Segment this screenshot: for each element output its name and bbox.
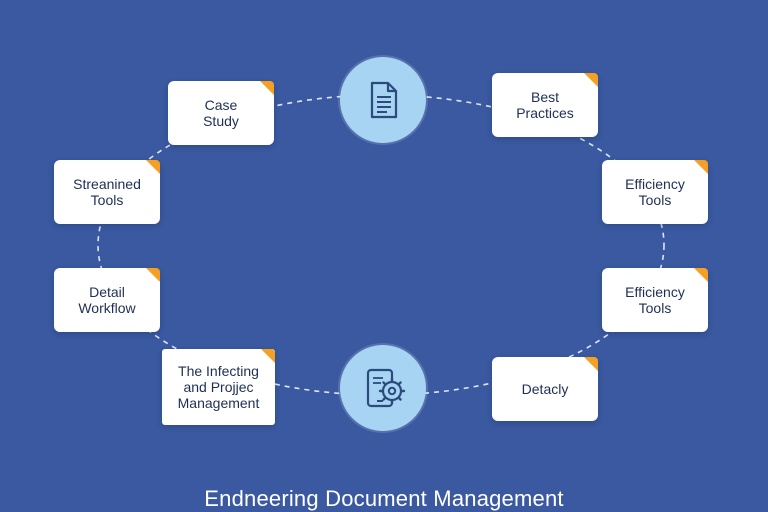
diagram-title: Endneering Document Management	[204, 486, 564, 511]
card-label: Efficiency Tools	[625, 284, 685, 316]
card-case-study: Case Study	[168, 81, 274, 145]
card-label: Streanined Tools	[73, 176, 141, 208]
card-streanined-tools: Streanined Tools	[54, 160, 160, 224]
card-efficiency-tools-upper: Efficiency Tools	[602, 160, 708, 224]
card-efficiency-tools-lower: Efficiency Tools	[602, 268, 708, 332]
tablet-gear-icon	[366, 368, 406, 408]
card-project-management: The Infecting and Projjec Management	[162, 349, 275, 425]
card-label: Case Study	[203, 97, 239, 129]
card-label: The Infecting and Projjec Management	[177, 363, 260, 411]
card-label: Best Practices	[516, 89, 574, 121]
card-detail-workflow: Detail Workflow	[54, 268, 160, 332]
tablet-gear-hub	[340, 345, 426, 431]
card-label: Efficiency Tools	[625, 176, 685, 208]
document-hub	[340, 57, 426, 143]
card-best-practices: Best Practices	[492, 73, 598, 137]
card-label: Detacly	[521, 381, 569, 397]
card-label: Detail Workflow	[78, 284, 136, 316]
document-icon	[370, 81, 398, 119]
card-detacly: Detacly	[492, 357, 598, 421]
